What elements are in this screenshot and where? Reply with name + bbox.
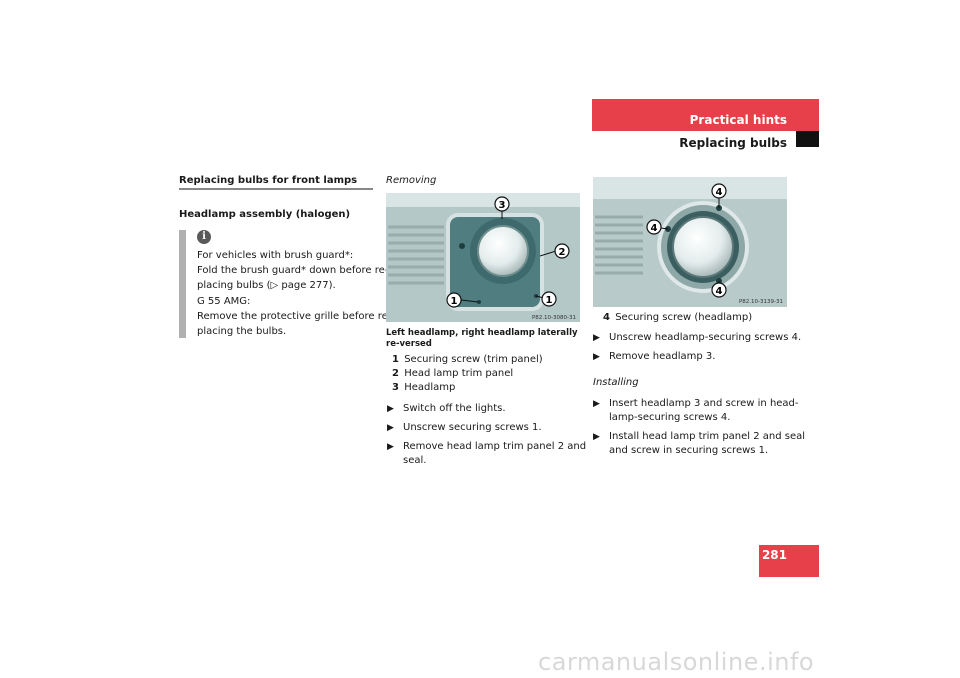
info-bar bbox=[179, 230, 186, 338]
info-icon: i bbox=[197, 230, 211, 244]
callout-1: 1 bbox=[546, 295, 553, 306]
figure-code: P82.10-3080-31 bbox=[532, 315, 576, 321]
page-number-box bbox=[759, 545, 819, 577]
section-rule bbox=[179, 188, 373, 190]
section-subtitle: Replacing bulbs bbox=[679, 136, 787, 150]
watermark: carmanualsonline.info bbox=[538, 648, 815, 676]
bullet-arrow-icon: ▶ bbox=[593, 352, 600, 362]
page-number: 281 bbox=[761, 548, 787, 562]
bullet-arrow-icon: ▶ bbox=[387, 423, 394, 433]
bullet-arrow-icon: ▶ bbox=[387, 442, 394, 452]
installing-heading: Installing bbox=[593, 377, 639, 388]
info-line: Fold the brush guard* down before re- bbox=[197, 265, 389, 276]
header-red-bar bbox=[592, 99, 819, 131]
bullet-arrow-icon: ▶ bbox=[593, 333, 600, 343]
info-line: placing bulbs (▷ page 277). bbox=[197, 280, 336, 291]
info-line: For vehicles with brush guard*: bbox=[197, 250, 354, 261]
legend-item: 1 Securing screw (trim panel) bbox=[392, 354, 543, 365]
legend-item: 3 Headlamp bbox=[392, 382, 456, 393]
figure-caption: Left headlamp, right headlamp laterally … bbox=[386, 328, 578, 349]
bullet-arrow-icon: ▶ bbox=[593, 432, 600, 442]
info-line: Remove the protective grille before re- bbox=[197, 311, 392, 322]
callout-2: 2 bbox=[559, 247, 566, 258]
callout-1: 1 bbox=[451, 296, 458, 307]
callout-3: 3 bbox=[499, 200, 506, 211]
info-line: G 55 AMG: bbox=[197, 296, 251, 307]
info-line: placing the bulbs. bbox=[197, 326, 287, 337]
legend-item: 2 Head lamp trim panel bbox=[392, 368, 514, 379]
callout-4: 4 bbox=[651, 223, 658, 234]
callout-4: 4 bbox=[716, 286, 723, 297]
section-heading: Replacing bulbs for front lamps bbox=[179, 175, 358, 186]
callout-4: 4 bbox=[716, 187, 723, 198]
removing-heading: Removing bbox=[386, 175, 437, 186]
figure-code: P82.10-3139-31 bbox=[739, 299, 783, 305]
legend-item: 4 Securing screw (headlamp) bbox=[603, 312, 753, 323]
subsection-heading: Headlamp assembly (halogen) bbox=[179, 209, 351, 220]
chapter-title: Practical hints bbox=[689, 113, 787, 127]
headlamp-screws-figure: 4 4 4 P82.10-3139-31 bbox=[593, 177, 787, 307]
bullet-arrow-icon: ▶ bbox=[593, 399, 600, 409]
headlamp-trim-figure: 3 2 1 1 P82.10-3080-31 bbox=[386, 193, 580, 322]
bullet-arrow-icon: ▶ bbox=[387, 404, 394, 414]
header-black-tab bbox=[796, 131, 819, 147]
